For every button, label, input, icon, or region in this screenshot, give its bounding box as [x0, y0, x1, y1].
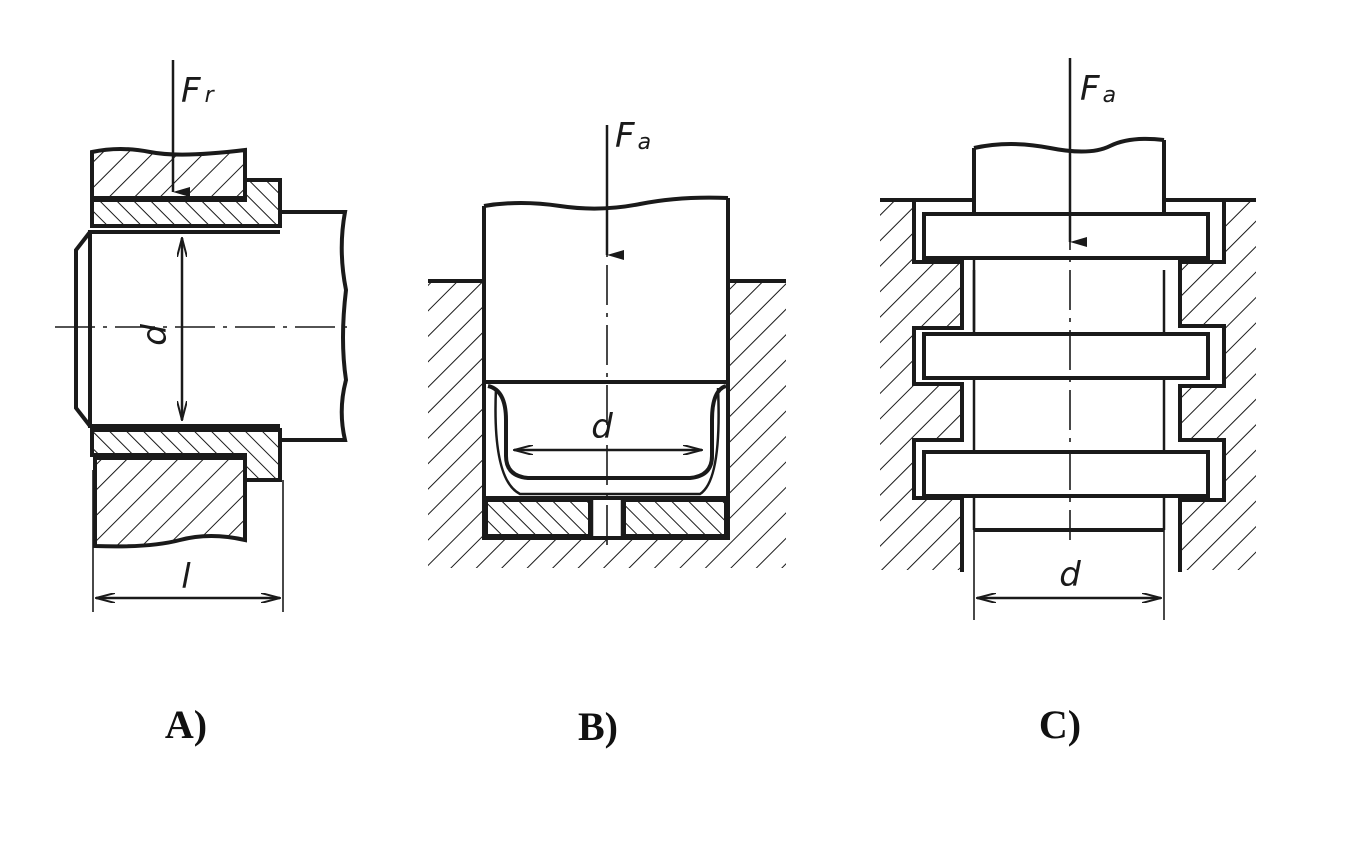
- shaft: [482, 195, 730, 384]
- thrust-washer: [484, 498, 728, 538]
- force-subscript: a: [1103, 83, 1116, 108]
- collar-3: [922, 450, 1210, 498]
- bushing-upper: [90, 178, 282, 228]
- caption-c: C): [1039, 702, 1081, 747]
- force-symbol: F: [615, 116, 635, 156]
- housing-left: [880, 200, 960, 570]
- shaft: [74, 210, 349, 442]
- diameter-label: d: [591, 407, 613, 447]
- collar-2: [922, 332, 1210, 380]
- force-symbol: F: [1080, 69, 1100, 109]
- force-subscript: r: [205, 83, 216, 108]
- housing-bore: [428, 279, 786, 568]
- force-subscript: a: [638, 130, 651, 155]
- length-label: l: [181, 557, 191, 597]
- caption-a: A): [165, 702, 207, 747]
- housing-lower: [93, 456, 247, 549]
- diameter-label: d: [1059, 555, 1081, 595]
- caption-b: B): [578, 704, 618, 749]
- force-symbol: F: [181, 71, 201, 111]
- housing-right: [1180, 200, 1256, 570]
- diameter-label: d: [135, 324, 175, 346]
- collar-1: [922, 212, 1210, 260]
- housing-upper: [90, 147, 247, 200]
